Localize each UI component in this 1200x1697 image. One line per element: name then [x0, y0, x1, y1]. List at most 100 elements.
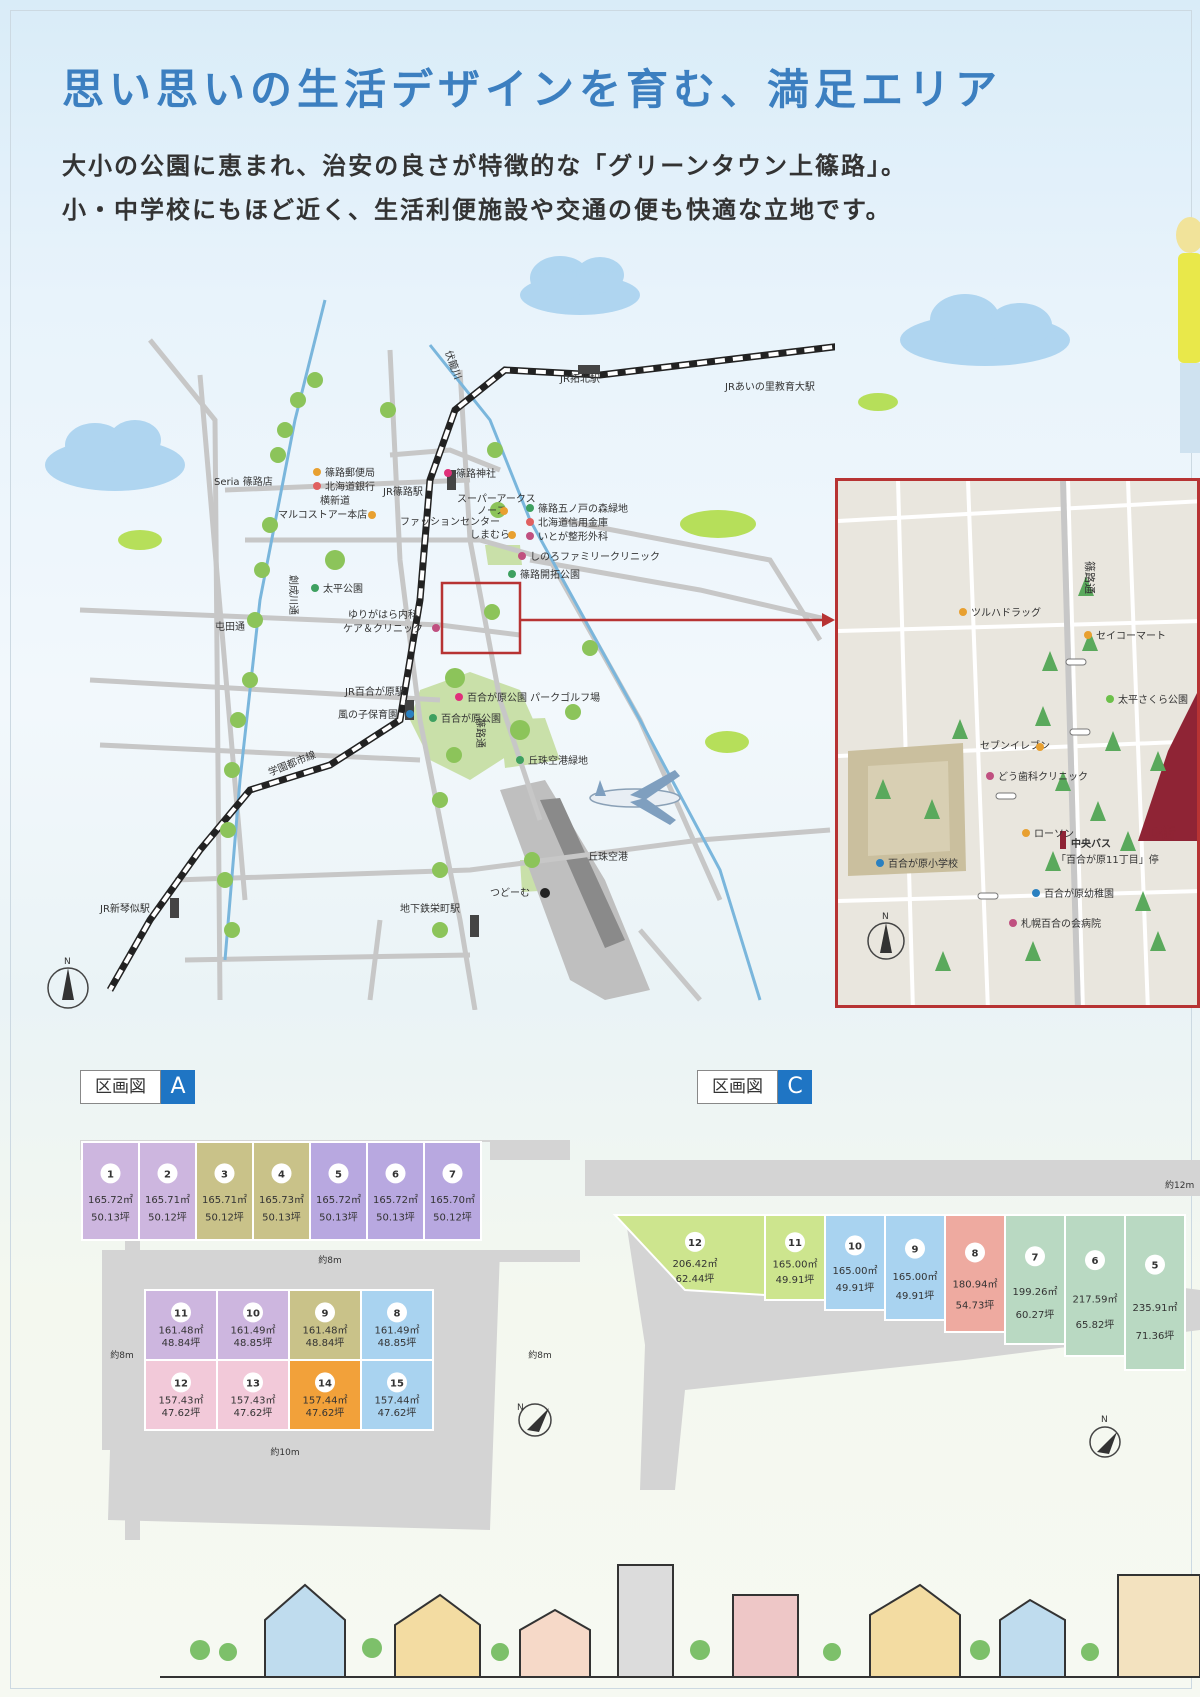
cloud-decoration [45, 256, 1070, 753]
place-label: いとが整形外科 [538, 530, 608, 543]
lot-tsubo: 50.12坪 [148, 1210, 187, 1223]
lot-area: 165.71㎡ [202, 1194, 247, 1206]
lot-number-badge [214, 1163, 235, 1184]
lot-area: 157.43㎡ [159, 1394, 204, 1406]
lot-area: 206.42㎡ [673, 1258, 718, 1270]
lot-shape [252, 1141, 311, 1241]
inset-place-label: セブンイレブン [980, 739, 1050, 752]
station-label-sakaemachi: 地下鉄栄町駅 [400, 902, 460, 915]
place-label: 風の子保育園 [338, 708, 398, 721]
lot-tsubo: 49.91坪 [776, 1273, 815, 1286]
road-width-label: 約10m [270, 1446, 299, 1458]
lot-number: 4 [278, 1169, 285, 1180]
inset-tree-marks [875, 576, 1166, 971]
place-label: Seria 篠路店 [214, 475, 273, 488]
plan-a-north-label: N [517, 1403, 524, 1413]
lot-area: 165.00㎡ [773, 1259, 818, 1271]
lot-area: 161.49㎡ [231, 1324, 276, 1336]
lot-number-badge [385, 1163, 406, 1184]
lot-number-badge [387, 1372, 407, 1393]
lot-number-badge [271, 1163, 292, 1184]
lot-number: 8 [972, 1248, 979, 1259]
lot-number-badge [243, 1372, 263, 1393]
plan-c-road-width-label: 約12m [1165, 1179, 1194, 1191]
lot-number: 13 [246, 1378, 260, 1389]
lot-area: 165.70㎡ [430, 1194, 475, 1206]
station-label-yurigahara: JR百合が原駅 [344, 685, 405, 698]
lot-shape [360, 1289, 434, 1361]
lot-number: 10 [246, 1308, 260, 1319]
lot-number: 11 [174, 1308, 188, 1319]
lot-shape [423, 1141, 482, 1241]
lot-shape [824, 1214, 886, 1311]
lot-shape [360, 1359, 434, 1431]
lot-shape [944, 1214, 1006, 1333]
railway-line [106, 343, 835, 992]
lot-shape [309, 1141, 368, 1241]
lot-number: 6 [1092, 1256, 1099, 1267]
place-label: 篠路五ノ戸の森緑地 [538, 502, 628, 515]
place-label: 篠路神社 [456, 467, 496, 480]
place-label: 丘珠空港緑地 [528, 754, 588, 767]
lot-number-badge [100, 1163, 121, 1184]
place-label: 北海道銀行 [325, 480, 375, 493]
lot-number: 5 [1152, 1261, 1159, 1272]
plan-c-title: 区画図 C [697, 1070, 812, 1104]
place-label: 百合が原公園 [441, 712, 501, 725]
lot-number-badge [1025, 1246, 1045, 1267]
north-label: N [64, 957, 71, 967]
place-label: ゆりがはら内科 [348, 608, 418, 621]
plan-c-label: 区画図 [697, 1070, 778, 1104]
lot-area: 157.44㎡ [375, 1394, 420, 1406]
inset-place-label: 百合が原小学校 [888, 857, 958, 870]
inset-map-drawing: 篠路通 ツルハドラッグ セイコーマート 太平さくら公園 セブンイレブン どう歯科… [838, 481, 1197, 1005]
station-label-shinoro: JR篠路駅 [382, 485, 423, 498]
lot-tsubo: 50.13坪 [319, 1210, 358, 1223]
place-label: 百合が原公園 パークゴルフ場 [467, 691, 600, 704]
lot-number: 15 [390, 1378, 404, 1389]
lot-area: 157.44㎡ [303, 1394, 348, 1406]
lot-number: 10 [848, 1241, 862, 1252]
headline: 思い思いの生活デザインを育む、満足エリア [62, 65, 1003, 114]
place-label: マルコストアー本店 [278, 508, 367, 521]
zoom-arrow-head [822, 613, 835, 627]
lot-area: 235.91㎡ [1133, 1302, 1178, 1314]
lot-number: 9 [322, 1308, 329, 1319]
road-label-shinoro: 篠路通 [474, 718, 487, 748]
tree-marks [217, 372, 598, 938]
lot-shape [366, 1141, 425, 1241]
lot-tsubo: 50.13坪 [91, 1210, 130, 1223]
lot-area: 165.00㎡ [893, 1271, 938, 1283]
lot-tsubo: 50.12坪 [433, 1210, 472, 1223]
lot-shape [884, 1214, 946, 1321]
lot-shape [1064, 1214, 1126, 1357]
lot-number: 12 [688, 1238, 702, 1249]
lot-area: 161.48㎡ [303, 1324, 348, 1336]
lot-shape [1124, 1214, 1186, 1371]
bus-stop-icon [1060, 831, 1066, 849]
road-label-soseigawa: 創成川通 [287, 575, 299, 615]
station-label-shinkotoni: JR新琴似駅 [99, 902, 150, 915]
lot-number-badge [315, 1372, 335, 1393]
road-width-label: 約8m [528, 1349, 552, 1361]
traffic-signal-icons [977, 658, 1091, 900]
plan-a-lot-map: 1165.72㎡50.13坪2165.71㎡50.12坪3165.71㎡50.1… [80, 1140, 580, 1540]
road-width-label: 約8m [318, 1254, 342, 1266]
bus-stop-name: 「百合が原11丁目」停 [1056, 853, 1159, 866]
inset-place-label: 札幌百合の会病院 [1021, 917, 1101, 930]
lot-number-badge [845, 1235, 865, 1256]
lot-shape [764, 1214, 826, 1301]
d-block-area [1138, 693, 1197, 841]
lot-number: 3 [221, 1169, 228, 1180]
place-label: ケア＆クリニック [343, 623, 423, 635]
plan-c-north-arrow-icon: N [1089, 1415, 1121, 1458]
inset-road-network [838, 481, 1197, 1005]
lot-area: 161.48㎡ [159, 1324, 204, 1336]
